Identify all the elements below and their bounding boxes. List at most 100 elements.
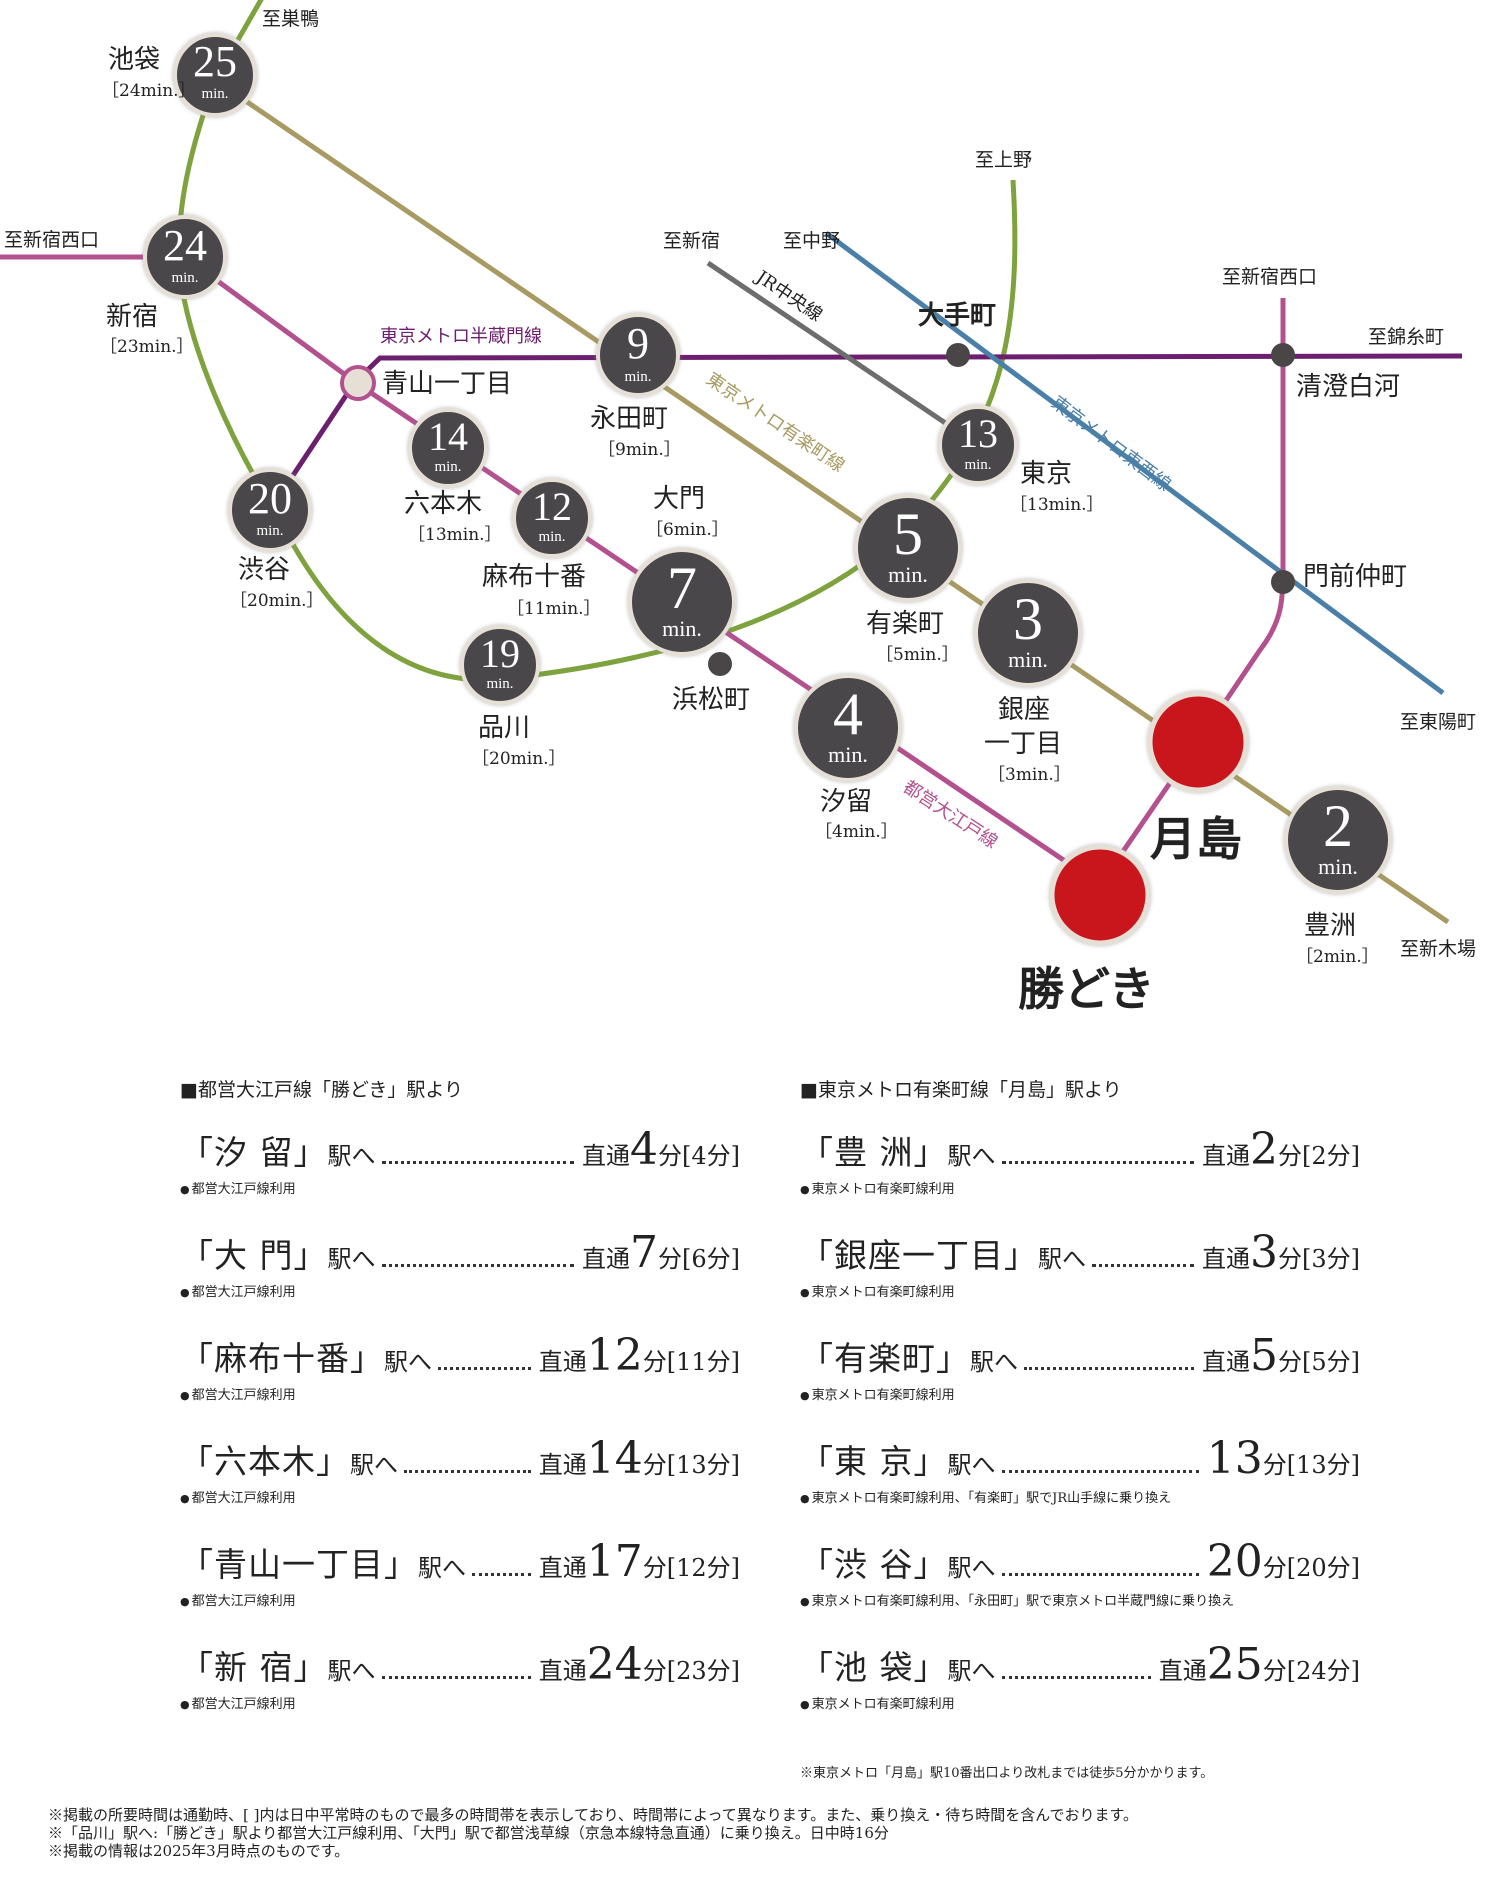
offpeak-minutes: [23分] [666,1657,740,1685]
travel-minutes: 12 [586,1330,643,1381]
dir-shinjuku-nishiguchi-left: 至新宿西口 [4,229,99,251]
travel-minutes: 5 [1250,1330,1278,1381]
name-azabu: 麻布十番 [482,562,586,592]
route-note-text: 東京メトロ有楽町線利用 [811,1388,955,1403]
minute-unit: 分 [642,1554,667,1582]
name-monzen: 門前仲町 [1303,562,1407,592]
station-roppongi: 14 min. [408,408,488,488]
leader-dots [1001,1161,1194,1164]
name-ikebukuro: 池袋 [108,45,160,75]
name-shiodome: 汐留 [820,787,872,817]
travel-minutes: 17 [586,1536,643,1587]
station-shibuya: 20 min. [228,468,312,552]
name-kachidoki: 勝どき [1018,962,1155,1016]
offpeak-minutes: [4分] [682,1142,740,1170]
bullet-icon: ● [800,1698,810,1711]
svg-text:min.: min. [1008,647,1048,672]
direct-label: 直通 [538,1348,587,1376]
offpeak-minutes: [11分] [666,1348,740,1376]
route-note-text: 東京メトロ有楽町線利用、「有楽町」駅でJR山手線に乗り換え [811,1491,1172,1506]
station-shinagawa: 19 min. [460,625,540,705]
footnote: ※「品川」駅へ:「勝どき」駅より都営大江戸線利用、「大門」駅で都営浅草線（京急本… [48,1824,889,1842]
sub-ikebukuro: ［24min.］ [102,81,196,101]
travel-minutes: 25 [1206,1639,1263,1690]
name-shinagawa: 品川 [478,713,530,743]
leader-dots [1001,1676,1151,1679]
leader-dots [381,1264,574,1267]
dir-shinjuku: 至新宿 [663,230,720,252]
station-shiodome: 4 min. [794,674,902,782]
route-map: 至巣鴨 至上野 至新宿西口 至新宿 至中野 至新宿西口 至錦糸町 至東陽町 至新… [0,0,1476,1016]
leader-dots [381,1676,531,1679]
destination: 「六本木」 [180,1442,350,1481]
dir-ueno: 至上野 [975,149,1032,171]
name-otemachi: 大手町 [918,301,996,331]
name-shibuya: 渋谷 [238,555,290,585]
sub-tokyo: ［13min.］ [1010,495,1104,515]
travel-minutes: 4 [630,1124,658,1175]
station-aoyama-marker [340,365,376,401]
tozai-line [824,230,1445,696]
minute-unit: 分 [1278,1245,1302,1273]
destination: 「東 京」 [800,1442,948,1481]
dir-sugamo: 至巣鴨 [262,8,319,30]
svg-text:20: 20 [248,474,292,523]
offpeak-minutes: [5分] [1302,1348,1360,1376]
offpeak-minutes: [6分] [682,1245,740,1273]
name-kiyosumi: 清澄白河 [1296,372,1400,402]
route-note: ●東京メトロ有楽町線利用 [800,1693,1360,1712]
destination: 「新 宿」 [180,1648,328,1687]
minute-unit: 分 [1262,1554,1287,1582]
route-note: ●東京メトロ有楽町線利用、「有楽町」駅でJR山手線に乗り換え [800,1487,1360,1506]
destination-suffix: 駅へ [384,1348,432,1376]
svg-text:min.: min. [1318,854,1358,879]
svg-text:min.: min. [201,86,228,102]
destination-suffix: 駅へ [947,1142,996,1170]
svg-text:4: 4 [833,681,863,747]
bullet-icon: ● [180,1286,190,1299]
dir-toyocho: 至東陽町 [1400,711,1476,733]
svg-text:19: 19 [480,631,520,676]
destination-suffix: 駅へ [970,1348,1018,1376]
station-otemachi-marker [946,343,970,367]
name-toyosu: 豊洲 [1304,911,1356,941]
travel-minutes: 2 [1250,1124,1278,1175]
route-note: ●都営大江戸線利用 [180,1281,740,1300]
route-note-text: 都営大江戸線利用 [191,1182,296,1197]
bullet-icon: ● [800,1183,810,1196]
destination: 「汐 留」 [180,1133,328,1172]
chuo-line [706,260,980,448]
minute-unit: 分 [1278,1348,1302,1376]
walking-note: ※東京メトロ「月島」駅10番出口より改札までは徒歩5分かかります。 [800,1766,1214,1781]
svg-text:25: 25 [193,37,237,86]
name-daimon: 大門 [653,484,705,514]
route-note: ●都営大江戸線利用 [180,1487,740,1506]
destination: 「渋 谷」 [800,1545,948,1584]
offpeak-minutes: [13分] [1286,1451,1360,1479]
route-note-text: 都営大江戸線利用 [191,1285,296,1300]
route-note-text: 都営大江戸線利用 [191,1388,296,1403]
svg-text:min.: min. [256,523,283,539]
dir-shinjuku-nishiguchi-right: 至新宿西口 [1222,266,1317,288]
svg-text:min.: min. [171,270,198,286]
leader-dots [1001,1573,1199,1576]
route-note-text: 東京メトロ有楽町線利用 [811,1182,955,1197]
station-nagatacho: 9 min. [596,313,680,397]
route-note-text: 都営大江戸線利用 [191,1491,296,1506]
route-note: ●東京メトロ有楽町線利用 [800,1281,1360,1300]
name-tsukishima: 月島 [1150,812,1242,866]
oedo-line-upper [0,254,1107,891]
